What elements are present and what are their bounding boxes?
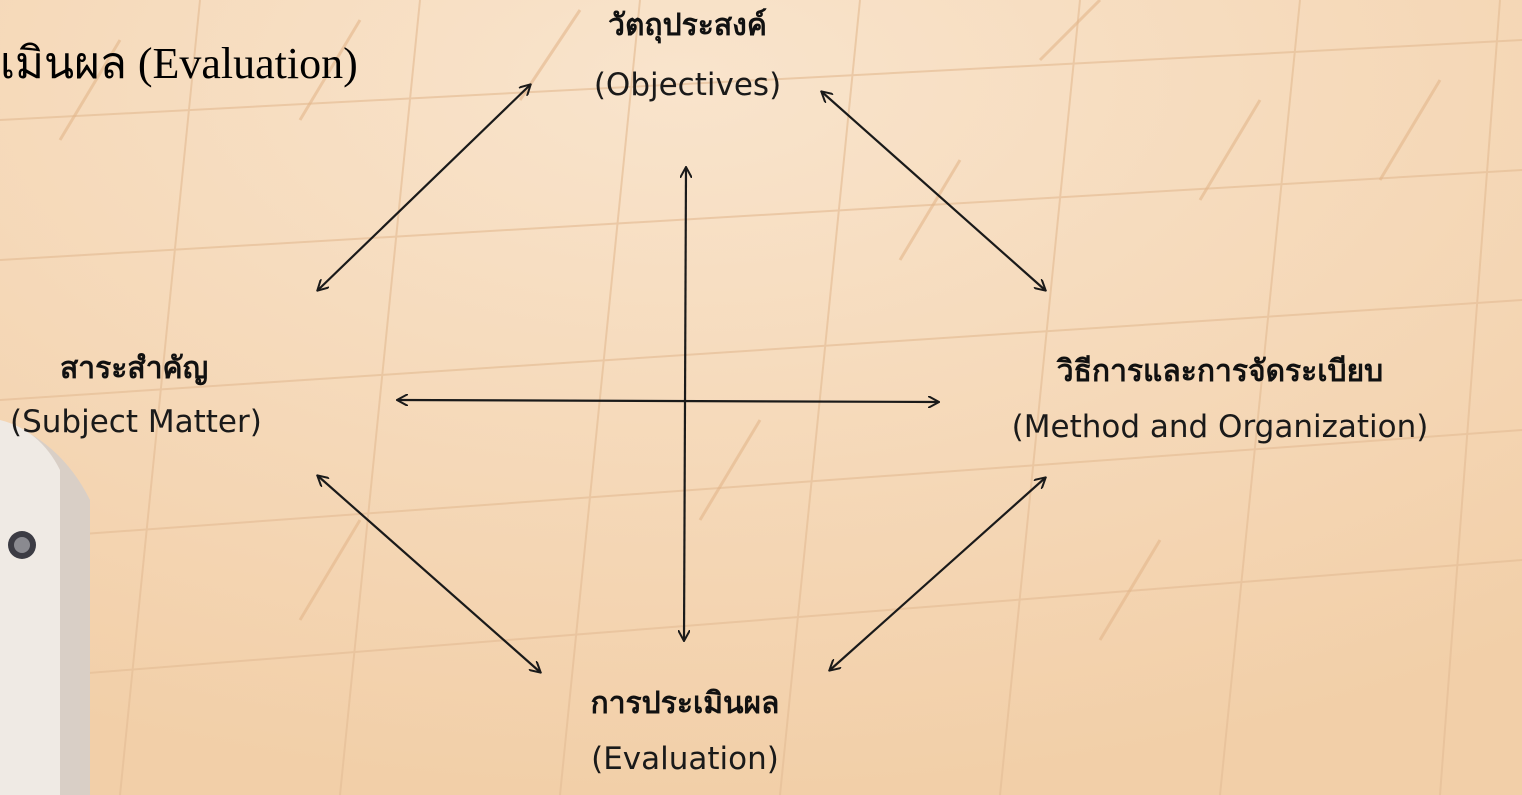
- node-method-english: (Method and Organization): [920, 409, 1520, 445]
- arrow-objectives-evaluation: [684, 168, 686, 640]
- node-evaluation: การประเมินผล (Evaluation): [510, 680, 860, 777]
- node-method-thai: วิธีการและการจัดระเบียบ: [920, 348, 1520, 395]
- node-method-organization: วิธีการและการจัดระเบียบ (Method and Orga…: [920, 348, 1520, 445]
- node-objectives-thai: วัตถุประสงค์: [535, 2, 840, 49]
- arrow-subject-method: [398, 400, 938, 402]
- node-objectives: วัตถุประสงค์ (Objectives): [535, 2, 840, 103]
- arrow-subject-evaluation: [318, 476, 540, 672]
- arrow-objectives-method: [822, 92, 1045, 290]
- arrow-method-evaluation: [830, 478, 1045, 670]
- node-evaluation-thai: การประเมินผล: [510, 680, 860, 727]
- node-evaluation-english: (Evaluation): [510, 741, 860, 777]
- node-subject-english: (Subject Matter): [0, 404, 360, 440]
- node-objectives-english: (Objectives): [535, 67, 840, 103]
- arrow-objectives-subject: [318, 85, 530, 290]
- node-subject-matter: สาระสำคัญ (Subject Matter): [0, 345, 360, 440]
- node-subject-thai: สาระสำคัญ: [0, 345, 360, 392]
